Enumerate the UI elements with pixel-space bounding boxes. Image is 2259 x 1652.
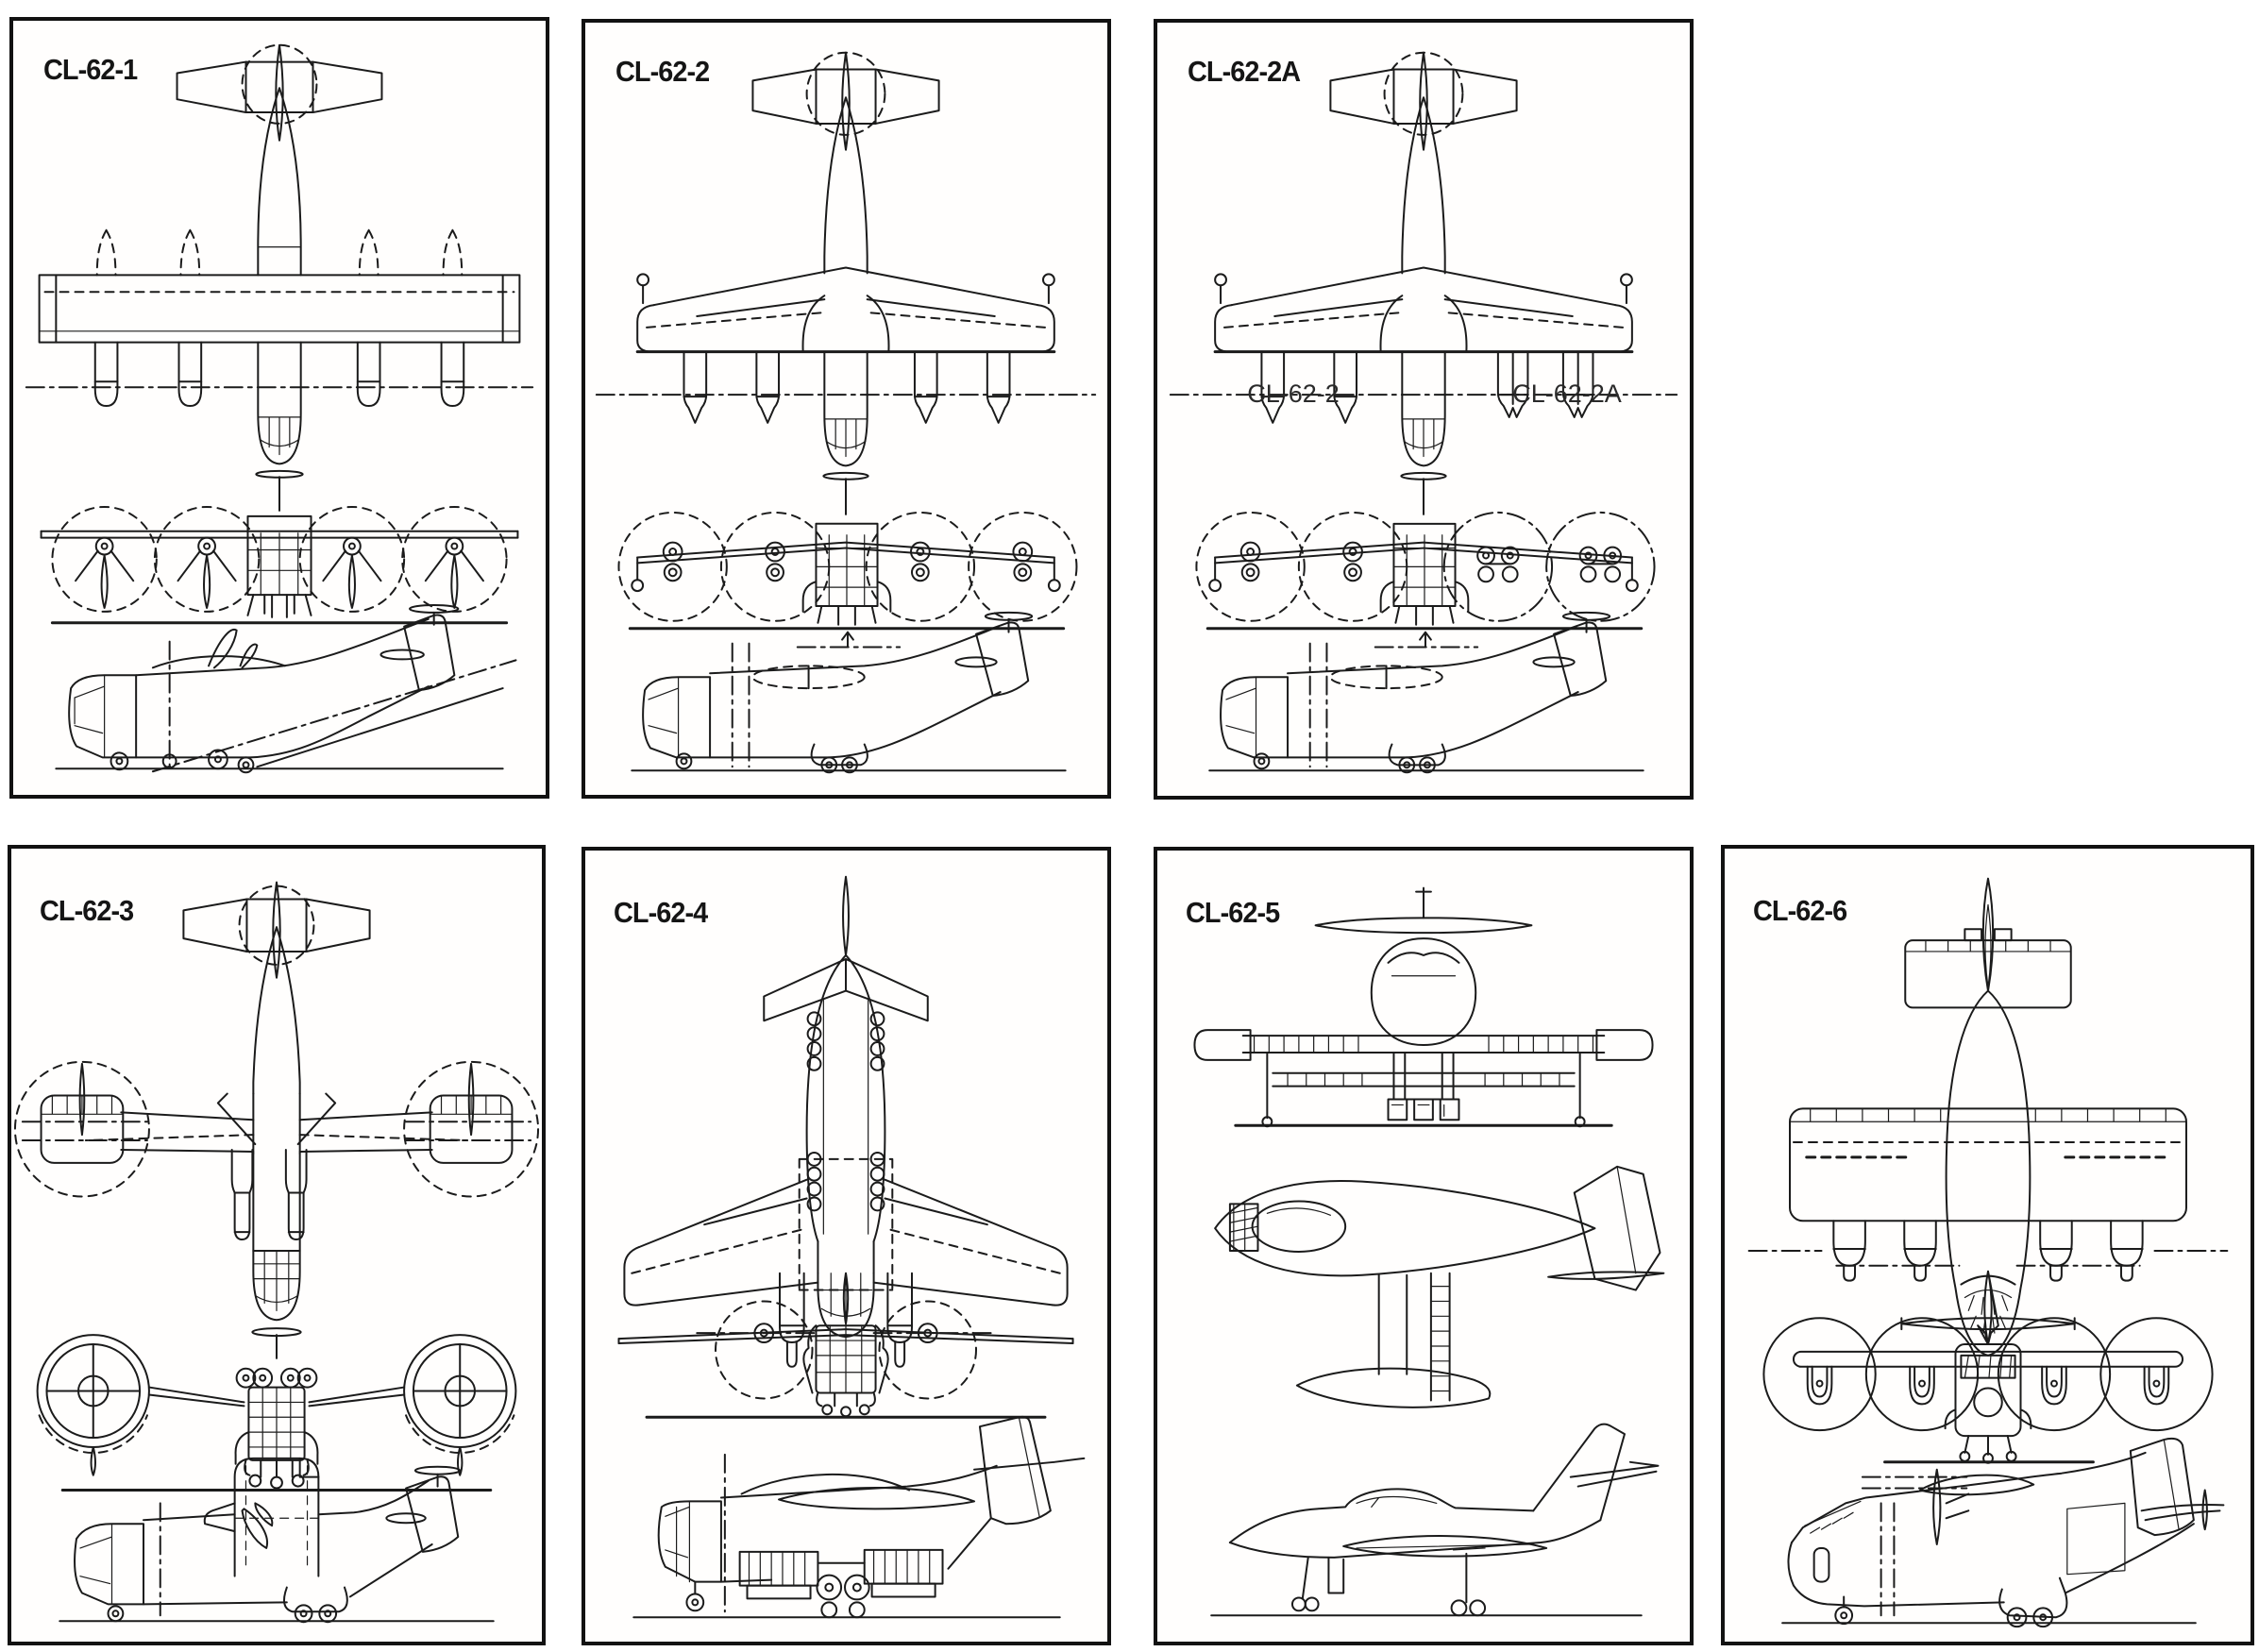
- variant-annotation-left: CL-62-2: [1247, 379, 1340, 408]
- top-view: [1749, 879, 2228, 1356]
- panel-title: CL-62-6: [1753, 894, 1847, 927]
- side-view: [632, 613, 1065, 772]
- panel-title: CL-62-2: [615, 55, 710, 88]
- panel-title: CL-62-5: [1186, 896, 1280, 929]
- panel-cl-62-5: CL-62-5: [1154, 847, 1694, 1645]
- top-view: [13, 883, 540, 1321]
- top-view: [1171, 53, 1677, 466]
- side-view: [1782, 1439, 2223, 1627]
- cl-62-3-three-view-drawing: [13, 849, 540, 1642]
- side-view: [56, 605, 515, 772]
- cl-62-2-three-view-drawing: [585, 23, 1107, 795]
- front-view: [617, 473, 1078, 629]
- panel-title: CL-62-2A: [1188, 55, 1301, 88]
- panel-title: CL-62-4: [614, 896, 708, 929]
- cl-62-1-three-view-drawing: [13, 21, 546, 795]
- side-view: [1209, 613, 1643, 772]
- cl-62-2a-three-view-drawing: [1157, 23, 1690, 796]
- panel-title: CL-62-3: [40, 894, 134, 927]
- plan-view: [1215, 1167, 1663, 1408]
- panel-cl-62-2: CL-62-2: [582, 19, 1111, 799]
- cl-62-5-three-view-drawing: [1157, 851, 1690, 1642]
- panel-title: CL-62-1: [43, 53, 138, 86]
- panel-cl-62-1: CL-62-1: [9, 17, 549, 799]
- side-view: [59, 1458, 493, 1622]
- top-view: [624, 877, 1067, 1368]
- front-view: [42, 471, 518, 623]
- side-view: [1211, 1424, 1658, 1616]
- top-view: [597, 53, 1095, 466]
- front-view: [36, 1328, 517, 1490]
- panel-cl-62-3: CL-62-3: [8, 845, 546, 1645]
- top-view: [26, 45, 532, 464]
- cl-62-6-three-view-drawing: [1725, 849, 2251, 1642]
- panel-cl-62-6: CL-62-6: [1721, 845, 2254, 1645]
- front-view: [1195, 473, 1656, 629]
- cl-62-4-three-view-drawing: [585, 851, 1107, 1642]
- front-view: [1194, 888, 1652, 1127]
- variant-annotation-right: CL-62-2A: [1512, 379, 1622, 408]
- panel-cl-62-2a: CL-62-2A CL-62-2 CL-62-2A: [1154, 19, 1694, 800]
- side-view: [633, 1417, 1084, 1617]
- front-view: [1763, 1272, 2212, 1463]
- front-view: [618, 1273, 1072, 1418]
- panel-cl-62-4: CL-62-4: [582, 847, 1111, 1645]
